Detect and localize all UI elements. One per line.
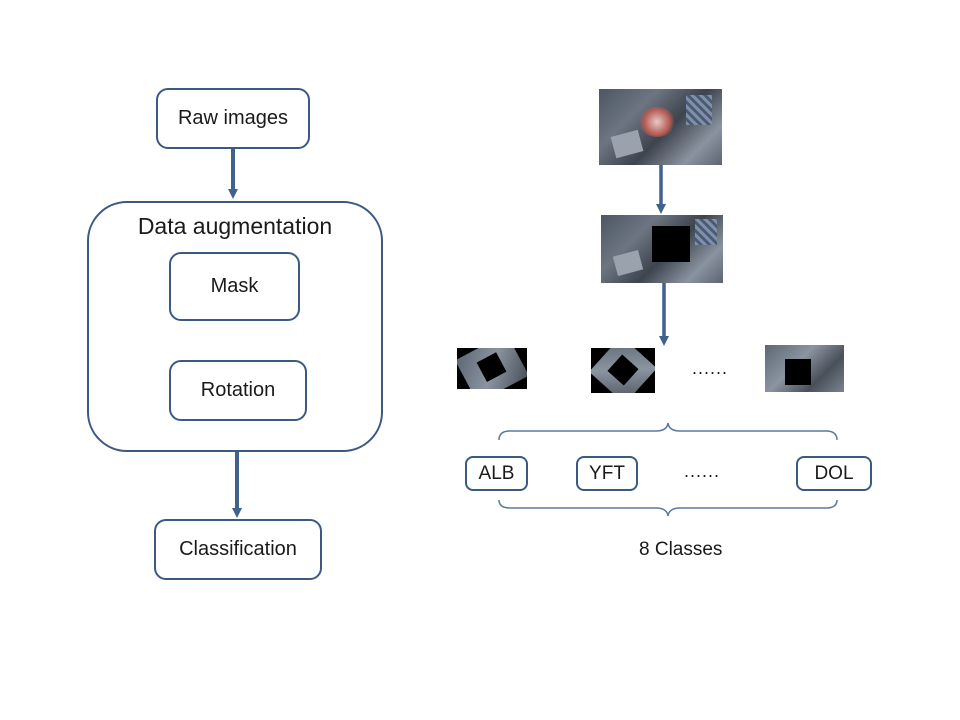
- classes-caption: 8 Classes: [639, 539, 723, 560]
- class-yft-box: YFT: [576, 456, 638, 491]
- masked-photo: [601, 215, 723, 283]
- raw-photo: [599, 89, 722, 165]
- mask-box: Mask: [169, 252, 300, 321]
- rotation-label: Rotation: [200, 379, 276, 401]
- rotated-thumb-2: [591, 348, 655, 393]
- rotated-thumb-3: [765, 345, 844, 392]
- bottom-brace: [498, 499, 838, 517]
- thumbnail-ellipsis: ......: [692, 358, 729, 378]
- rotation-box: Rotation: [169, 360, 307, 421]
- raw-images-box: Raw images: [156, 88, 310, 149]
- class-dol-label: DOL: [814, 462, 854, 484]
- classification-box: Classification: [154, 519, 322, 580]
- mask-square: [652, 226, 690, 262]
- top-brace: [498, 422, 838, 441]
- class-alb-label: ALB: [478, 462, 515, 484]
- mask-label: Mask: [210, 275, 259, 297]
- class-ellipsis: ......: [684, 461, 721, 481]
- data-augmentation-title: Data augmentation: [137, 213, 333, 239]
- class-alb-box: ALB: [465, 456, 528, 491]
- class-yft-label: YFT: [589, 462, 625, 484]
- class-dol-box: DOL: [796, 456, 872, 491]
- rotated-thumb-1: [457, 348, 527, 389]
- data-augmentation-group: Data augmentation: [87, 201, 383, 452]
- classification-label: Classification: [179, 538, 297, 560]
- raw-images-label: Raw images: [177, 107, 289, 129]
